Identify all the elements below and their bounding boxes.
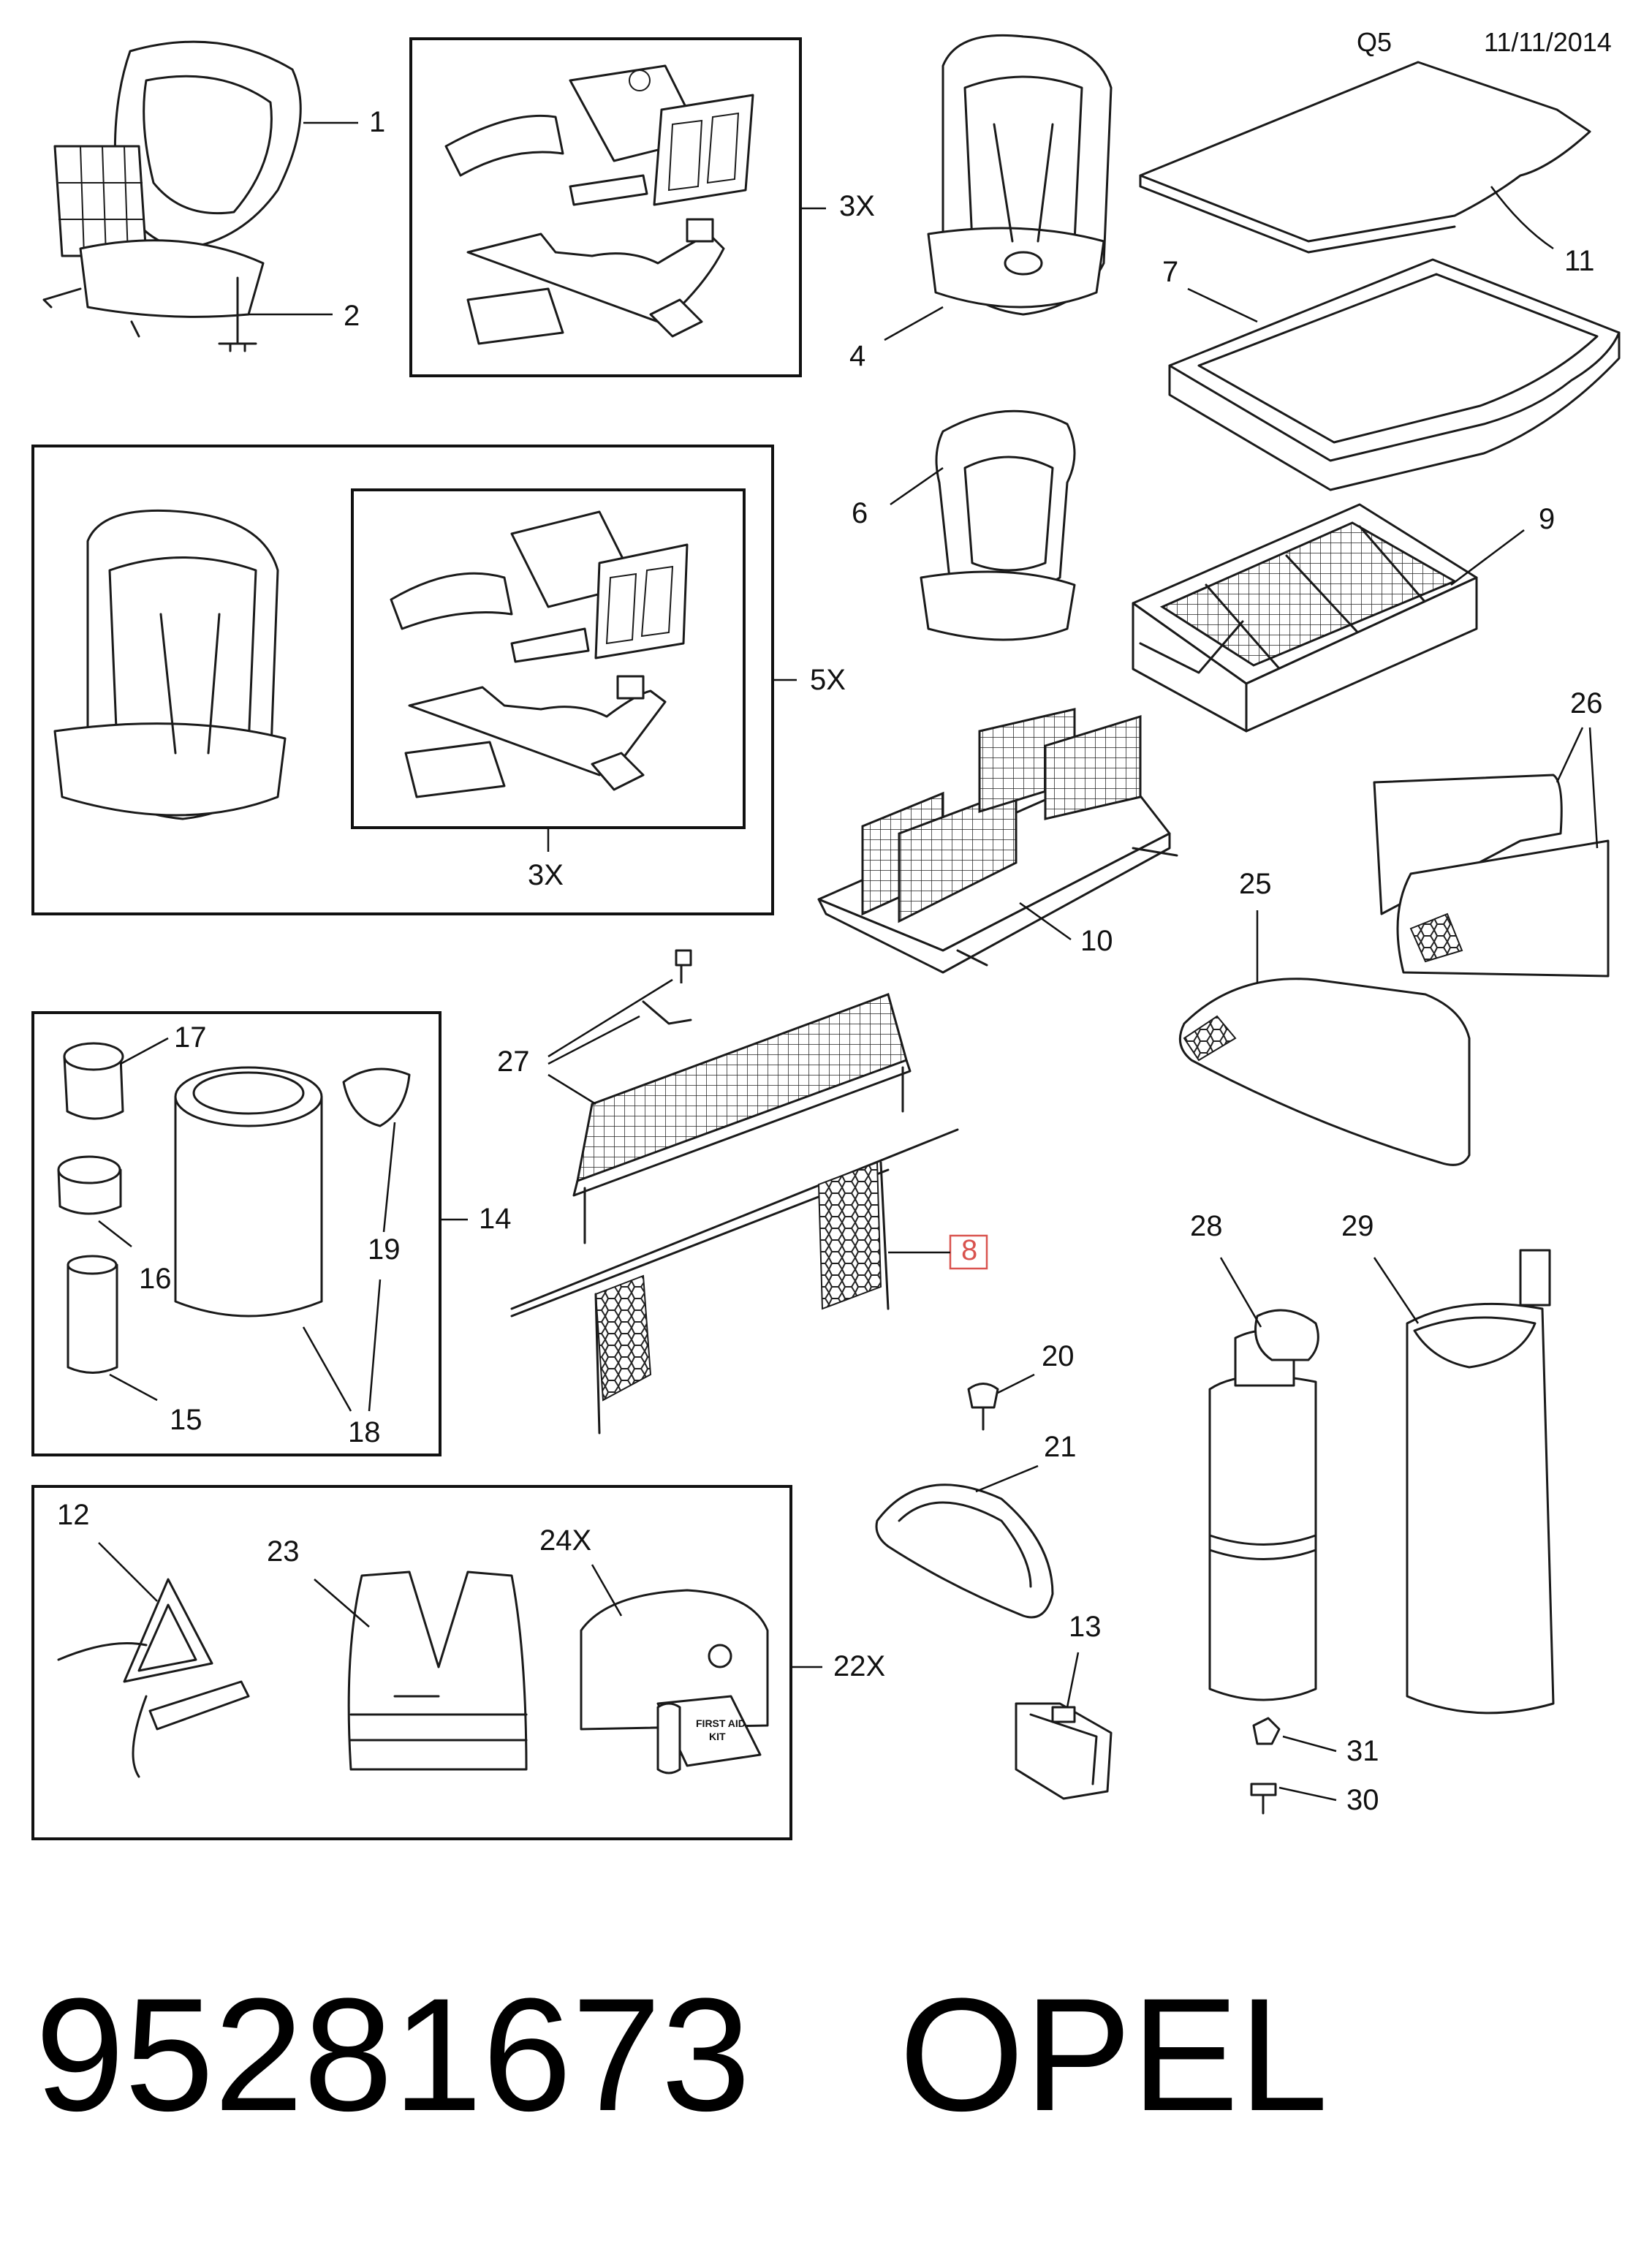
- callout-24x: 24X: [539, 1524, 591, 1557]
- isofix-kit-box-top: [409, 37, 802, 377]
- safety-kit-box: [31, 1485, 792, 1840]
- child-seat-isofix: [927, 34, 1113, 316]
- leader-7: [1187, 287, 1258, 323]
- first-aid-label-line1: FIRST AID: [696, 1717, 746, 1729]
- header-date: 11/11/2014: [1484, 27, 1612, 57]
- warning-triangle: [57, 1578, 250, 1778]
- mesh-panel: [1178, 978, 1471, 1166]
- cargo-barrier: [572, 949, 912, 1244]
- callout-28: 28: [1190, 1210, 1223, 1242]
- leader-4: [884, 306, 944, 341]
- callout-5x: 5X: [810, 664, 846, 696]
- first-aid-label-line2: KIT: [709, 1731, 726, 1742]
- callout-13: 13: [1069, 1611, 1102, 1643]
- leader-19: [382, 1122, 396, 1233]
- cargo-organizer-nets: [817, 708, 1178, 974]
- callout-8: 8: [961, 1234, 977, 1266]
- callout-11: 11: [1564, 245, 1595, 277]
- leader-29: [1373, 1257, 1420, 1324]
- callout-14: 14: [479, 1203, 512, 1235]
- callout-31: 31: [1346, 1735, 1379, 1767]
- bag-holder-21: [875, 1483, 1054, 1619]
- leader-10: [1019, 902, 1072, 941]
- extinguisher-holder: [1406, 1249, 1555, 1715]
- callout-26: 26: [1570, 687, 1603, 719]
- cargo-organizer-box: [1132, 503, 1478, 733]
- cargo-tray: [1168, 258, 1621, 491]
- callout-10: 10: [1080, 925, 1113, 957]
- part-number: 95281673: [35, 1965, 751, 2144]
- callout-21: 21: [1044, 1431, 1077, 1463]
- leader-31: [1282, 1735, 1337, 1753]
- clip-20: [967, 1383, 999, 1431]
- callout-12: 12: [57, 1499, 90, 1531]
- callout-27: 27: [497, 1046, 530, 1078]
- isofix-kit-contents-top: [444, 64, 754, 345]
- leader-9: [1450, 529, 1525, 586]
- leader-12: [98, 1542, 158, 1602]
- isofix-kit-contents-inner: [390, 510, 689, 798]
- leader-26: [1556, 727, 1599, 849]
- brand-name: OPEL: [899, 1965, 1328, 2144]
- strap-13: [1015, 1702, 1113, 1800]
- side-panels: [1373, 774, 1610, 978]
- cargo-mat: [1139, 61, 1591, 254]
- cargo-net: [510, 1128, 959, 1435]
- leader-24x: [591, 1564, 623, 1617]
- child-seat-large: [53, 509, 287, 820]
- fire-extinguisher: [1208, 1309, 1319, 1701]
- ashtray-kit-contents: [57, 1042, 411, 1374]
- leader-16: [98, 1220, 132, 1247]
- leader-20: [997, 1373, 1035, 1394]
- callout-2: 2: [344, 300, 360, 332]
- leader-18: [302, 1279, 382, 1412]
- leader-21: [975, 1464, 1039, 1493]
- callout-16: 16: [139, 1263, 172, 1295]
- callout-22x: 22X: [833, 1650, 885, 1682]
- callout-23: 23: [267, 1535, 300, 1568]
- first-aid-bag: FIRST AID KIT: [580, 1589, 769, 1774]
- callout-3x-top: 3X: [839, 190, 875, 222]
- safety-vest: [347, 1570, 528, 1771]
- callout-4: 4: [849, 340, 865, 372]
- nut-31: [1252, 1717, 1281, 1745]
- leader-11: [1490, 186, 1554, 250]
- leader-15: [109, 1373, 158, 1402]
- leader-13: [1066, 1652, 1080, 1708]
- callout-1: 1: [369, 106, 385, 138]
- screw-30: [1250, 1783, 1277, 1815]
- header-code: Q5: [1357, 27, 1392, 57]
- callout-18: 18: [348, 1416, 381, 1448]
- leader-28: [1219, 1257, 1262, 1328]
- leader-30: [1278, 1786, 1337, 1802]
- callout-15: 15: [170, 1404, 202, 1436]
- callout-7: 7: [1162, 256, 1178, 288]
- leader-27: [547, 978, 673, 1105]
- callout-9: 9: [1539, 503, 1555, 535]
- leader-23: [314, 1579, 370, 1628]
- leader-6: [890, 466, 944, 506]
- callout-6: 6: [852, 497, 868, 529]
- callout-25: 25: [1239, 868, 1272, 900]
- leader-17: [120, 1037, 169, 1065]
- callout-30: 30: [1346, 1784, 1379, 1816]
- booster-seat: [920, 409, 1076, 641]
- callout-19: 19: [368, 1233, 401, 1266]
- callout-17: 17: [174, 1021, 207, 1054]
- infant-carrier-seat: [42, 40, 302, 352]
- ashtray-kit-box: [31, 1011, 442, 1456]
- callout-3x-inner: 3X: [528, 859, 564, 891]
- callout-29: 29: [1341, 1210, 1374, 1242]
- callout-20: 20: [1042, 1340, 1075, 1372]
